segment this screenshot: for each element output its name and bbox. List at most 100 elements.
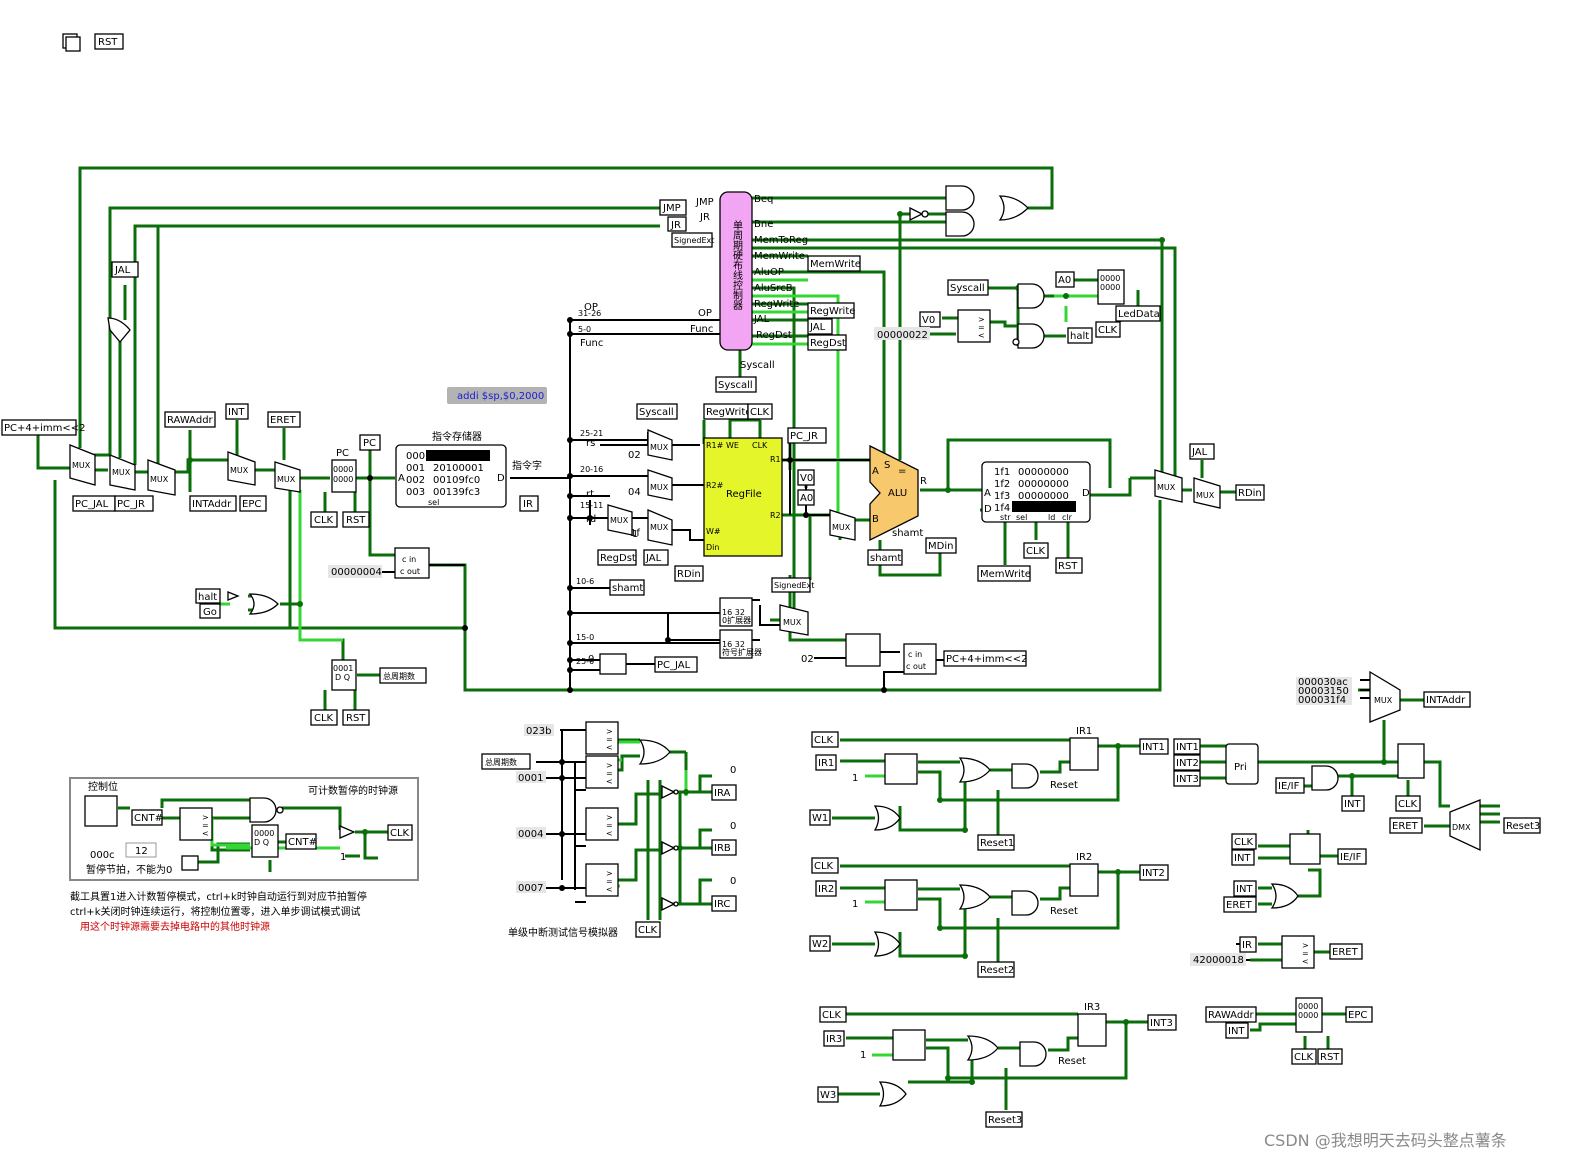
svg-text:MUX: MUX [610,516,629,525]
svg-text:Reset3: Reset3 [1506,821,1540,832]
clk-tag: CLK [310,511,338,528]
svg-text:shamt: shamt [892,528,923,539]
clk-tag-10: CLK [819,1006,847,1023]
w1-tag: W1 [809,809,831,826]
svg-text:000c: 000c [90,850,115,861]
svg-text:0000: 0000 [254,829,274,838]
svg-text:R2#: R2# [706,481,724,490]
svg-text:RDin: RDin [1238,488,1262,499]
svg-text:指令存储器: 指令存储器 [432,430,482,443]
clk-tag-5: CLK [1095,321,1121,338]
svg-text:IR: IR [1242,940,1252,951]
svg-text:00000004: 00000004 [331,567,382,578]
svg-text:=: = [606,735,613,744]
int-tag-3: INT [1231,849,1255,866]
svg-text:WE: WE [726,441,739,450]
svg-text:CLK: CLK [1398,799,1418,810]
svg-text:>: > [606,813,613,822]
svg-text:Reset3: Reset3 [988,1115,1022,1126]
comparators: >=< >=< >=< >=< >=< >=< >=< c inc out c … [179,309,1315,969]
svg-text:=: = [606,821,613,830]
ir3-tag: IR3 [823,1030,845,1047]
eret-tag-3: ERET [1223,896,1257,913]
leddata-tag: LedData [1115,305,1161,322]
jal-tag-3: JAL [807,318,833,335]
svg-text:IR3: IR3 [1084,1002,1100,1013]
ir1-tag: IR1 [815,754,837,771]
svg-text:可计数暂停的时钟源: 可计数暂停的时钟源 [308,784,398,797]
irc-tag: IRC [711,895,737,912]
svg-text:INT: INT [1236,884,1253,895]
svg-text:PC_JAL: PC_JAL [657,660,691,671]
svg-text:RAWAddr: RAWAddr [167,415,214,426]
controller-title: 单周期硬布线控制器 [731,220,743,311]
svg-text:ALU: ALU [888,488,907,499]
svg-text:IR2: IR2 [1076,852,1092,863]
svg-text:12: 12 [135,846,148,857]
pc-tag: PC [359,434,381,451]
reset3-tag: Reset3 [985,1111,1023,1128]
active-wires [210,278,1098,1057]
svg-text:CNT#: CNT# [134,813,163,824]
halt-tag-2: halt [1067,327,1093,344]
svg-text:1f4: 1f4 [994,503,1010,514]
svg-text:addi $sp,$0,2000: addi $sp,$0,2000 [457,391,544,402]
jmp-tag: JMP [659,199,687,216]
ir-tag-2: IR [1239,936,1257,953]
int-tag-4: INT [1233,880,1257,897]
svg-text:CLK: CLK [1234,837,1254,848]
svg-text:控制位: 控制位 [88,780,118,793]
svg-text:>: > [1302,941,1309,950]
svg-text:JAL: JAL [645,553,662,564]
regdst-tag-2: RegDst [807,334,847,351]
svg-text:<: < [978,331,985,340]
svg-text:1: 1 [860,1050,866,1061]
svg-text:RegFile: RegFile [726,489,762,500]
svg-text:S: S [884,460,890,471]
svg-text:halt: halt [198,592,217,603]
int2-tag: INT2 [1139,864,1169,881]
svg-text:Syscall: Syscall [740,360,775,371]
svg-text:EPC: EPC [1348,1010,1367,1021]
svg-text:15-11: 15-11 [580,501,603,510]
svg-text:MemToReg: MemToReg [754,235,808,246]
svg-text:MUX: MUX [150,475,169,484]
svg-text:PC_JR: PC_JR [117,499,145,510]
svg-text:W1: W1 [812,813,828,824]
svg-text:Reset: Reset [1050,906,1078,917]
svg-text:W3: W3 [820,1090,836,1101]
syscall-tag-3: Syscall [947,279,989,296]
svg-text:=: = [202,821,209,830]
svg-text:INT2: INT2 [1176,758,1199,769]
field-labels: OP Func rs rt rd 31-26 5-0 25-21 20-16 1… [576,302,603,666]
svg-text:Syscall: Syscall [639,407,674,418]
svg-text:EPC: EPC [242,499,261,510]
eret-tag-2: ERET [1389,817,1423,834]
svg-text:INT: INT [1344,799,1361,810]
svg-text:MemWrite: MemWrite [810,259,861,270]
clk-tag-12: CLK [1231,833,1257,850]
svg-text:总周期数: 总周期数 [383,671,415,681]
svg-text:ERET: ERET [1392,821,1419,832]
register-file: RegFile R1# WE CLK R2# W# Din R1 R2 [703,437,783,557]
ira-tag: IRA [711,784,737,801]
svg-text:截工具置1进入计数暂停模式，ctrl+k时钟自动运行到对应节: 截工具置1进入计数暂停模式，ctrl+k时钟自动运行到对应节拍暂停 [70,890,367,903]
svg-text:IR1: IR1 [818,758,834,769]
svg-text:RegDst: RegDst [810,338,846,349]
svg-text:str: str [1000,513,1011,522]
svg-text:V0: V0 [922,315,935,326]
clk-tag-9: CLK [811,857,839,874]
v0-tag-2: V0 [919,311,941,328]
svg-text:000: 000 [406,451,425,462]
svg-text:0007: 0007 [518,883,543,894]
svg-text:1: 1 [852,773,858,784]
svg-text:1f3: 1f3 [994,491,1010,502]
addi-annotation: addi $sp,$0,2000 [447,387,547,404]
reset-button-icon[interactable] [62,33,81,52]
int-tag: INT [225,403,249,420]
svg-text:rd: rd [586,514,596,525]
svg-text:0: 0 [730,821,736,832]
svg-text:PC: PC [363,438,376,449]
svg-text:A: A [398,473,405,484]
svg-text:16 32: 16 32 [722,640,745,649]
